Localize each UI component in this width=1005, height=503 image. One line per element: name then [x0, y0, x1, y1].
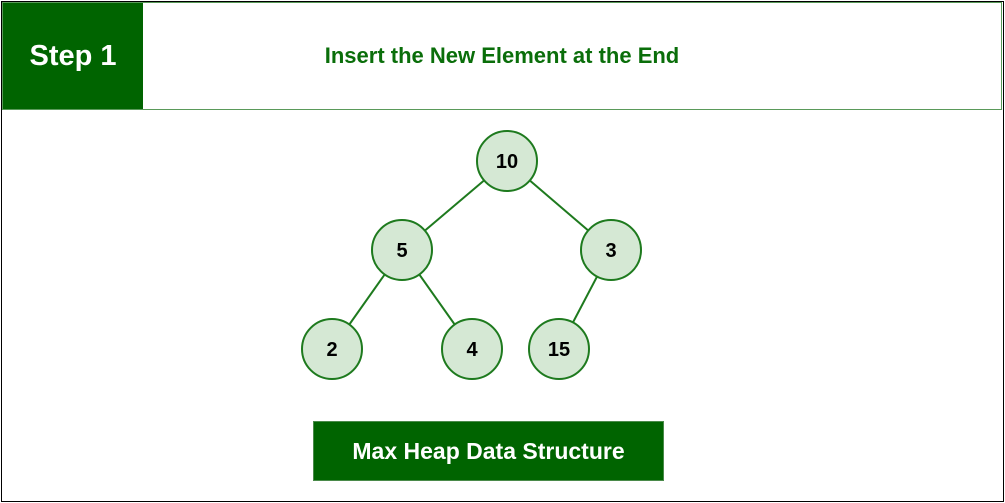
node-value: 4 [466, 339, 478, 361]
node-circle [301, 318, 363, 380]
header: Step 1 Insert the New Element at the End [2, 2, 1002, 110]
heap-node: 15 [528, 318, 590, 380]
node-value: 10 [496, 151, 518, 173]
node-circle [441, 318, 503, 380]
step-label: Step 1 [3, 3, 143, 109]
node-value: 2 [326, 339, 337, 361]
heap-node: 5 [371, 219, 433, 281]
heap-node: 2 [301, 318, 363, 380]
node-value: 5 [396, 240, 407, 262]
node-circle [476, 130, 538, 192]
node-value: 3 [605, 240, 616, 262]
heap-node: 3 [580, 219, 642, 281]
diagram-caption: Max Heap Data Structure [313, 421, 664, 481]
node-circle [580, 219, 642, 281]
node-circle [371, 219, 433, 281]
heap-node: 10 [476, 130, 538, 192]
node-circle [528, 318, 590, 380]
node-value: 15 [548, 339, 570, 361]
heap-node: 4 [441, 318, 503, 380]
step-title: Insert the New Element at the End [324, 43, 680, 68]
